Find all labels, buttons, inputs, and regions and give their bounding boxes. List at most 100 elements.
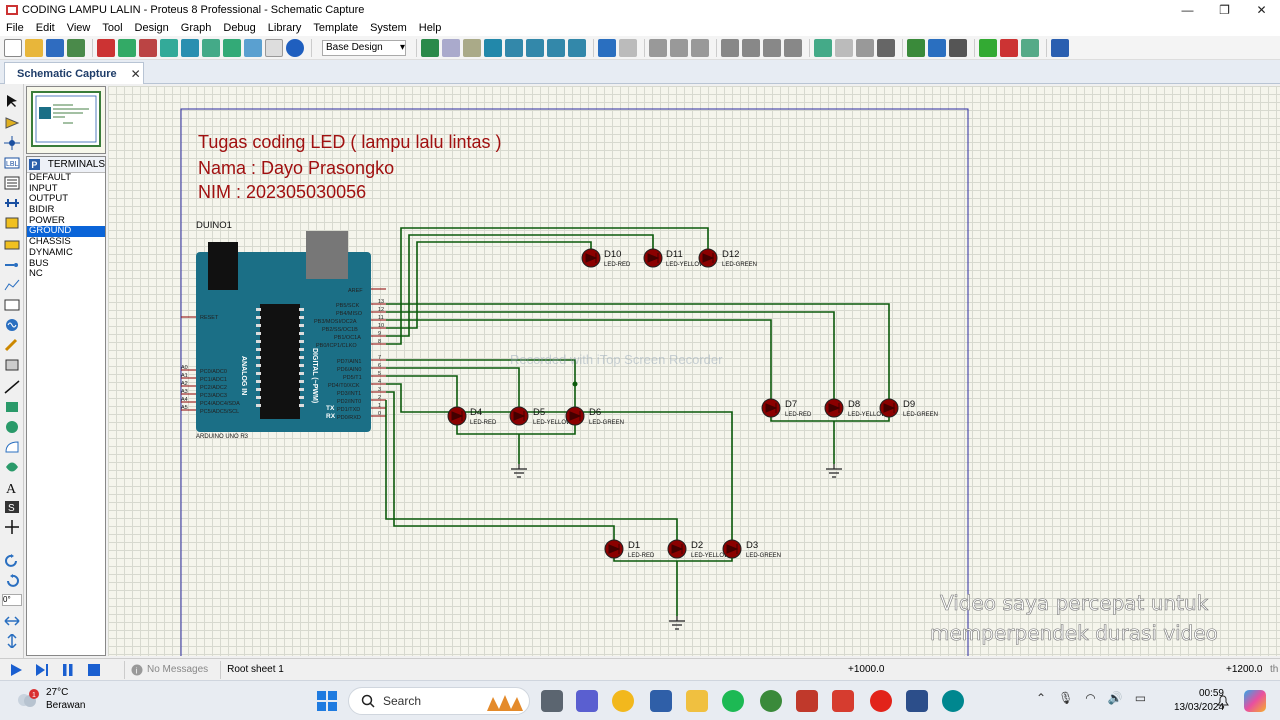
terminal-item-bus[interactable]: BUS — [29, 257, 49, 269]
paste-icon[interactable] — [691, 38, 709, 57]
rotate-clockwise-icon[interactable] — [4, 554, 20, 568]
search-tag-icon[interactable] — [928, 38, 946, 57]
battery-icon[interactable]: ▭ — [1134, 691, 1147, 705]
led-d9[interactable]: D9 LED-GREEN — [879, 398, 938, 418]
menu-tool[interactable]: Tool — [102, 22, 123, 34]
line-tool-icon[interactable] — [4, 380, 20, 394]
save-icon[interactable] — [46, 38, 64, 57]
mirror-horizontal-icon[interactable] — [4, 614, 20, 628]
zoom-all-icon[interactable] — [547, 38, 565, 57]
selection-mode-icon[interactable] — [4, 94, 20, 108]
gerber-icon[interactable] — [160, 38, 178, 57]
led-d11[interactable]: D11 LED-YELLOW — [643, 248, 705, 268]
refresh-icon[interactable] — [421, 38, 439, 57]
rotate-anticlockwise-icon[interactable] — [4, 574, 20, 588]
terminal-item-bidir[interactable]: BIDIR — [29, 204, 55, 216]
package-tool-icon[interactable] — [856, 38, 874, 57]
terminal-item-input[interactable]: INPUT — [29, 182, 58, 194]
play-button[interactable] — [6, 662, 26, 678]
terminal-item-chassis[interactable]: CHASSIS — [29, 236, 71, 248]
device-pins-icon[interactable] — [4, 258, 20, 272]
schematic-icon[interactable] — [118, 38, 136, 57]
cut-icon[interactable] — [649, 38, 667, 57]
close-button[interactable]: ✕ — [1256, 3, 1267, 17]
chrome-profile-icon[interactable] — [760, 690, 782, 712]
mirror-vertical-icon[interactable] — [4, 634, 20, 648]
flash-tool-icon[interactable] — [832, 690, 854, 712]
import-icon[interactable] — [67, 38, 85, 57]
led-d10[interactable]: D10 LED-RED — [581, 248, 631, 268]
menu-template[interactable]: Template — [313, 22, 359, 34]
proteus-taskbar-icon[interactable] — [906, 690, 928, 712]
clock[interactable]: 00:59 13/03/2024 — [1174, 687, 1224, 715]
generator-mode-icon[interactable] — [4, 318, 20, 332]
box-tool-icon[interactable] — [4, 400, 20, 414]
terminal-item-power[interactable]: POWER — [29, 214, 65, 226]
pick-device-icon[interactable] — [814, 38, 832, 57]
text-script-icon[interactable] — [4, 176, 20, 190]
menu-edit[interactable]: Edit — [35, 22, 55, 34]
led-d3[interactable]: D3 LED-GREEN — [722, 539, 781, 559]
windows-start-icon[interactable] — [316, 690, 338, 712]
menu-system[interactable]: System — [370, 22, 407, 34]
microsoft-store-icon[interactable] — [650, 690, 672, 712]
pause-button[interactable] — [58, 662, 78, 678]
led-d5[interactable]: D5 LED-YELLOW — [509, 406, 572, 426]
decompose-icon[interactable] — [877, 38, 895, 57]
task-view-icon[interactable] — [541, 690, 563, 712]
terminal-item-default[interactable]: DEFAULT — [29, 172, 72, 183]
led-d7[interactable]: D7 LED-RED — [761, 398, 812, 418]
junction-dot-icon[interactable] — [4, 136, 20, 150]
close-icon[interactable]: ✕ — [130, 66, 141, 81]
pick-terminal-button[interactable]: P — [29, 159, 40, 170]
arduino-ide-icon[interactable] — [942, 690, 964, 712]
symbol-tool-icon[interactable]: S — [4, 500, 20, 514]
arc-tool-icon[interactable] — [4, 440, 20, 454]
schematic-canvas[interactable]: Tugas coding LED ( lampu lalu lintas ) N… — [108, 86, 1280, 656]
arduino-uno[interactable]: DUINO1 ANALOG IN DIGITAL (~PWM) TX RX AR… — [181, 220, 386, 440]
notes-icon[interactable] — [265, 38, 283, 57]
wire-label-icon[interactable]: LBL — [4, 156, 20, 170]
component-mode-icon[interactable] — [4, 116, 20, 130]
rotation-field[interactable]: 0° — [2, 594, 22, 606]
virtual-instruments-icon[interactable] — [4, 358, 20, 372]
led-d2[interactable]: D2 LED-YELLOW — [667, 539, 730, 559]
messages-indicator[interactable]: i No Messages — [124, 660, 214, 679]
led-d12[interactable]: D12 LED-GREEN — [698, 248, 757, 268]
tape-recorder-icon[interactable] — [4, 298, 20, 312]
marker-tool-icon[interactable] — [4, 520, 20, 534]
led-d4[interactable]: D4 LED-RED — [447, 406, 497, 426]
microphone-icon[interactable]: 🎙 — [1058, 691, 1074, 705]
terminal-item-nc[interactable]: NC — [29, 268, 43, 280]
open-folder-icon[interactable] — [25, 38, 43, 57]
wifi-icon[interactable]: ◠ — [1085, 691, 1096, 705]
make-device-icon[interactable] — [835, 38, 853, 57]
3d-view-icon[interactable] — [181, 38, 199, 57]
exit-to-parent-icon[interactable] — [1021, 38, 1039, 57]
remove-sheet-icon[interactable] — [1000, 38, 1018, 57]
stop-button[interactable] — [84, 662, 104, 678]
path-tool-icon[interactable] — [4, 460, 20, 474]
menu-debug[interactable]: Debug — [223, 22, 256, 34]
pan-icon[interactable] — [484, 38, 502, 57]
terminal-item-output[interactable]: OUTPUT — [29, 193, 69, 205]
terminal-item-dynamic[interactable]: DYNAMIC — [29, 246, 73, 258]
bom-icon[interactable] — [202, 38, 220, 57]
menu-graph[interactable]: Graph — [180, 22, 212, 34]
help-icon[interactable] — [286, 38, 304, 57]
taskbar-search[interactable]: Search — [348, 687, 530, 715]
block-delete-icon[interactable] — [784, 38, 802, 57]
minimize-button[interactable]: — — [1181, 3, 1194, 17]
teams-icon[interactable] — [576, 690, 598, 712]
wire-autorouter-icon[interactable] — [907, 38, 925, 57]
chevron-up-icon[interactable]: ⌃ — [1036, 691, 1047, 705]
zoom-in-icon[interactable] — [505, 38, 523, 57]
copy-icon[interactable] — [670, 38, 688, 57]
undo-icon[interactable] — [598, 38, 616, 57]
volume-icon[interactable]: 🔊 — [1107, 691, 1123, 705]
origin-icon[interactable] — [463, 38, 481, 57]
menu-file[interactable]: File — [6, 22, 24, 34]
source-code-icon[interactable] — [244, 38, 262, 57]
weather-widget[interactable]: 1 27°C Berawan — [14, 686, 85, 712]
menu-view[interactable]: View — [66, 22, 91, 34]
